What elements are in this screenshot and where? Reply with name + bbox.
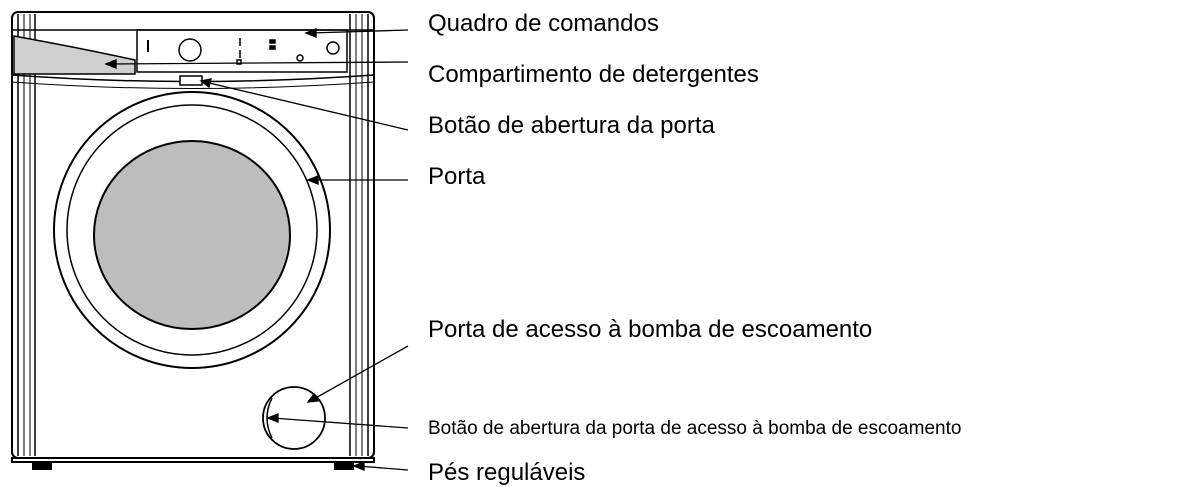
label-door-button: Botão de abertura da porta <box>428 112 715 139</box>
label-pump-door-button: Botão de abertura da porta de acesso à b… <box>428 418 962 439</box>
door-glass <box>93 140 291 330</box>
control-panel <box>136 29 348 73</box>
door <box>53 91 331 369</box>
leader-lines <box>104 28 409 471</box>
label-control-panel: Quadro de comandos <box>428 10 659 37</box>
label-detergent-drawer: Compartimento de detergentes <box>428 61 759 88</box>
door-opening-button <box>179 75 203 86</box>
label-door: Porta <box>428 163 486 190</box>
right-adjustable-foot <box>334 462 354 470</box>
left-adjustable-foot <box>32 462 52 470</box>
label-pump-access-door: Porta de acesso à bomba de escoamento <box>428 316 873 343</box>
label-adjustable-feet: Pés reguláveis <box>428 459 586 486</box>
detergent-drawer <box>13 35 136 75</box>
